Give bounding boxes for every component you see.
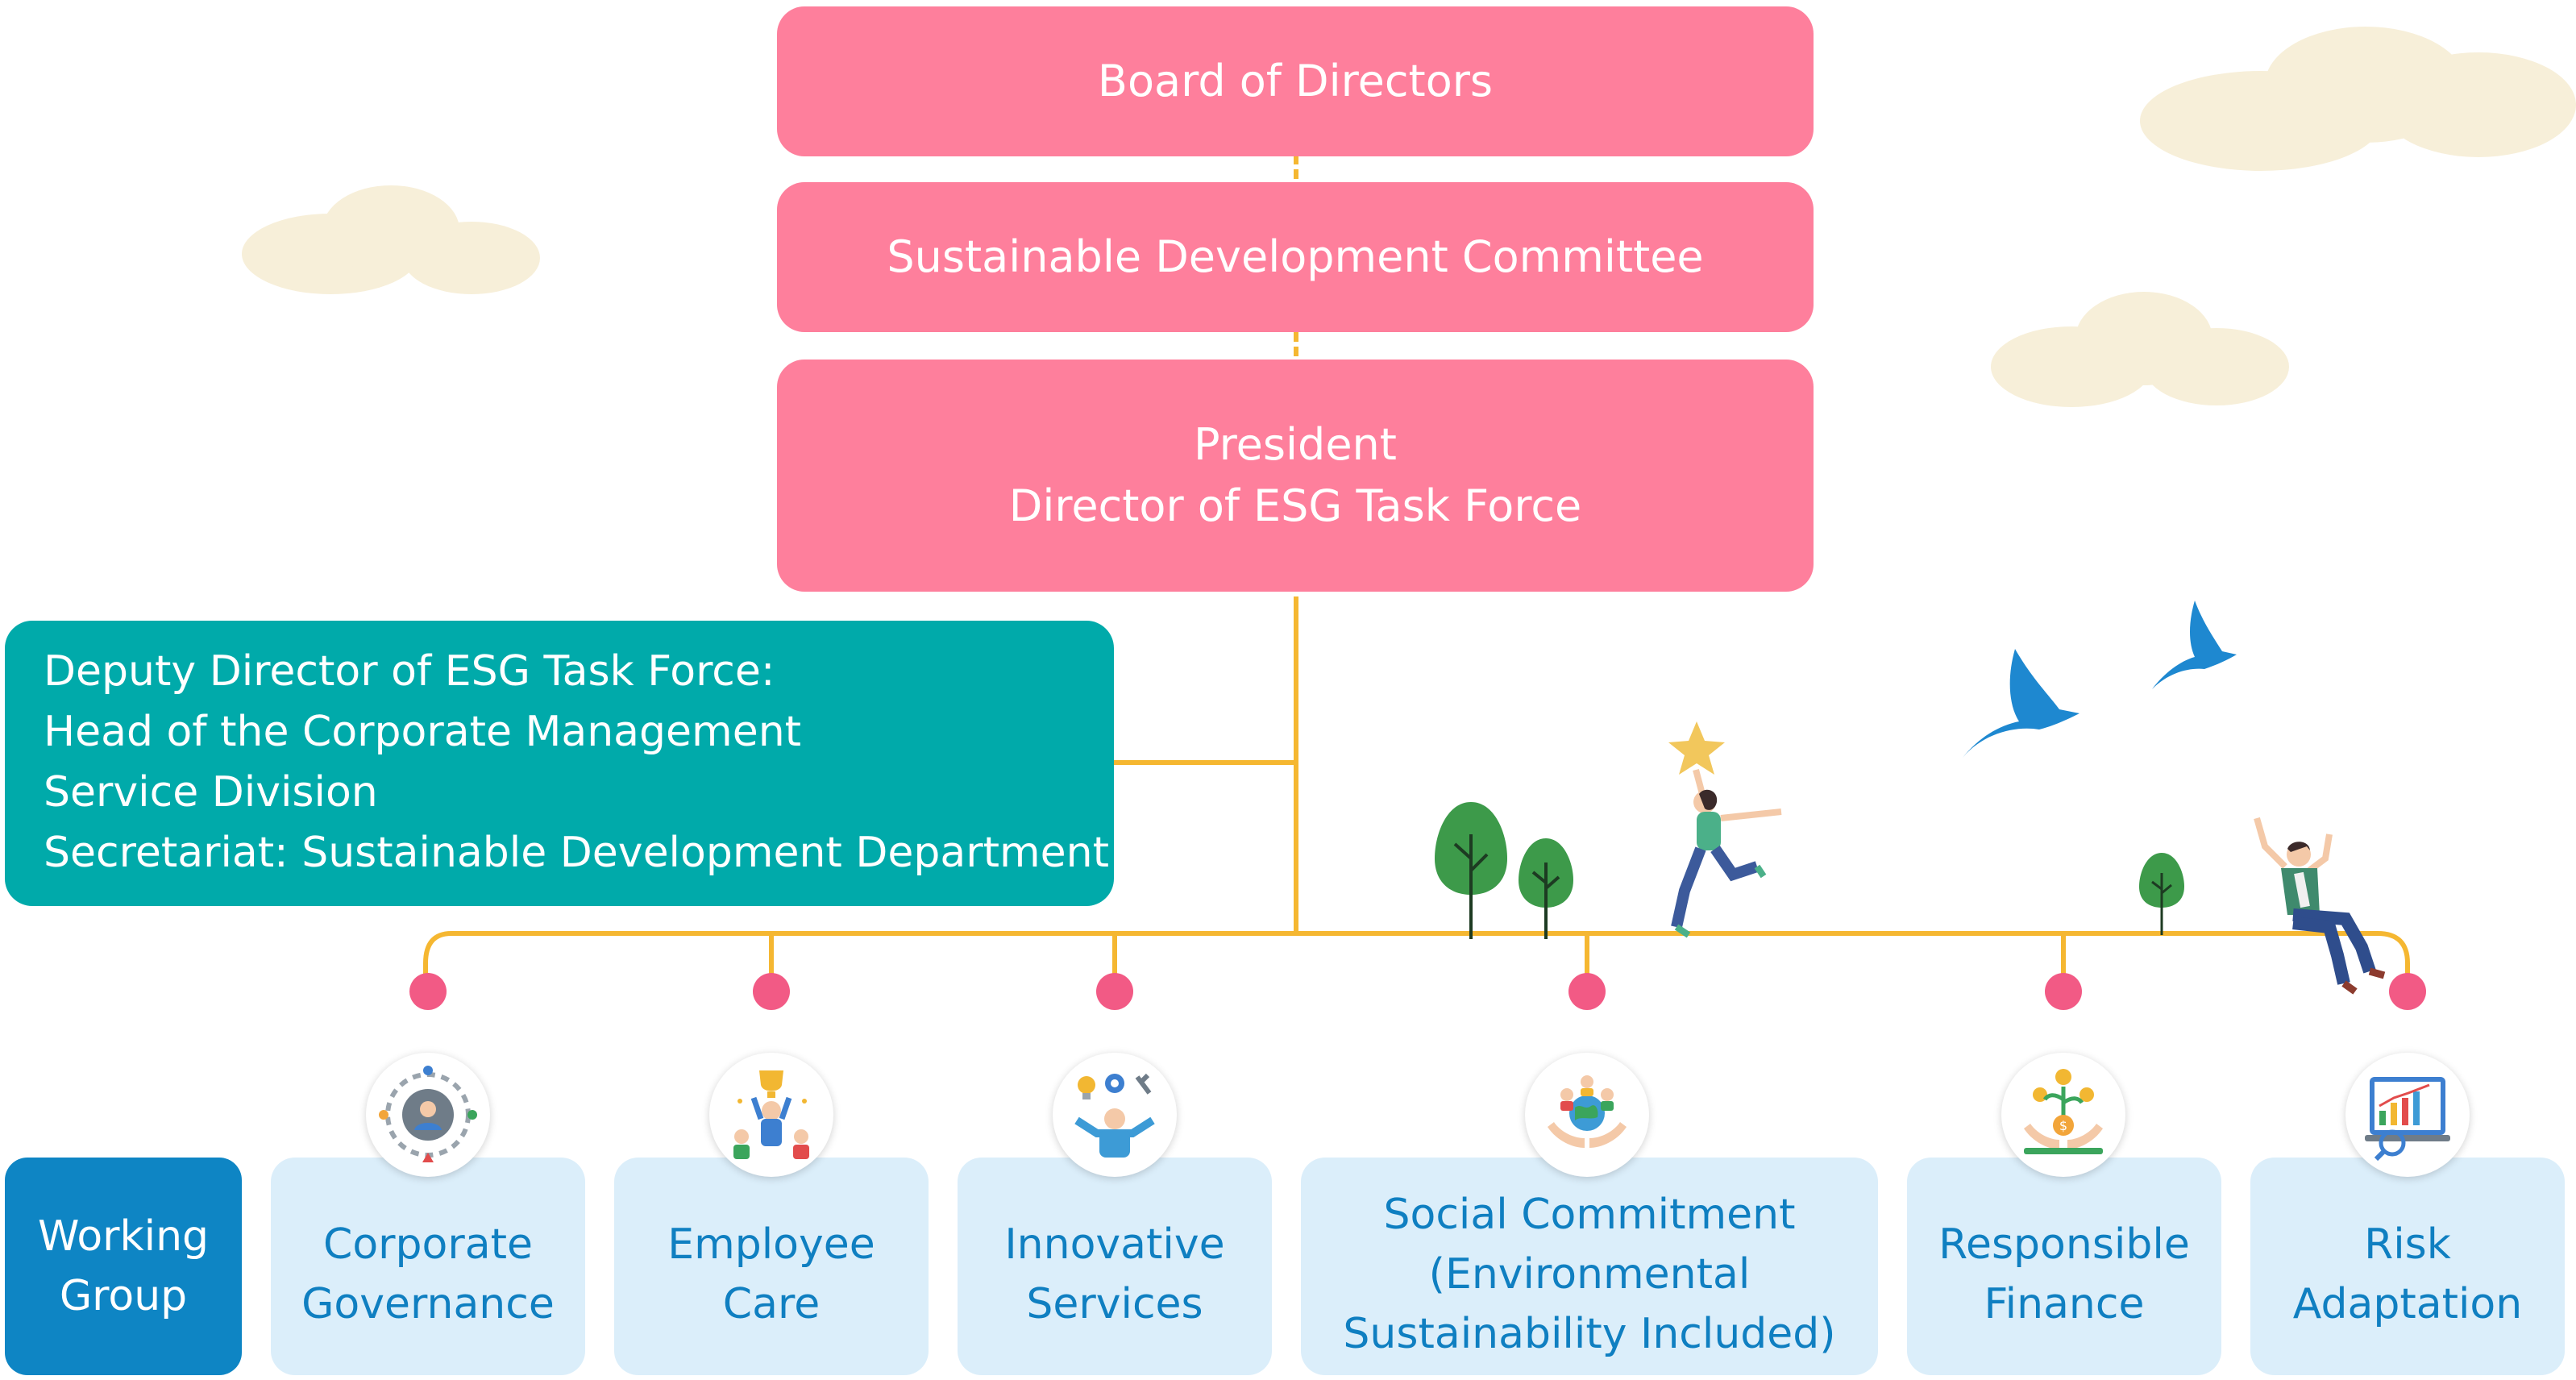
group-label-line-2: (Environmental <box>1428 1250 1751 1299</box>
group-innovative-services: Innovative Services <box>958 1158 1272 1375</box>
group-label-line-2: Services <box>1026 1280 1203 1328</box>
man-sitting-illustration <box>2254 817 2386 995</box>
group-label-line-1: Employee <box>667 1220 875 1269</box>
deputy-line-4: Secretariat: Sustainable Development Dep… <box>44 829 1110 877</box>
group-corporate-governance: Corporate Governance <box>271 1158 585 1375</box>
node-dot <box>409 973 447 1010</box>
committee-label: Sustainable Development Committee <box>887 231 1704 282</box>
group-label-line-1: Corporate <box>323 1220 533 1269</box>
president-label: President <box>1194 419 1397 470</box>
connector-deputy-branch <box>1114 760 1298 765</box>
group-label-line-2: Governance <box>301 1280 555 1328</box>
board-of-directors-box: Board of Directors <box>777 6 1814 156</box>
esg-director-label: Director of ESG Task Force <box>1008 480 1582 531</box>
innovation-tools-icon <box>1053 1053 1177 1177</box>
connector-committee-president <box>1294 332 1298 361</box>
group-employee-care: Employee Care <box>614 1158 929 1375</box>
working-group-line-1: Working <box>37 1212 210 1261</box>
woman-with-star-illustration <box>1668 721 1782 938</box>
deputy-director-box: Deputy Director of ESG Task Force: Head … <box>5 621 1114 906</box>
group-responsible-finance: Responsible Finance <box>1907 1158 2221 1375</box>
deputy-line-2: Head of the Corporate Management <box>44 708 802 756</box>
tree-icon <box>2139 853 2184 935</box>
group-label-line-1: Risk <box>2364 1220 2451 1269</box>
connector-bus-right-curve <box>2377 931 2410 978</box>
group-risk-adaptation: Risk Adaptation <box>2250 1158 2565 1375</box>
group-social-commitment: Social Commitment (Environmental Sustain… <box>1301 1158 1878 1375</box>
working-group-label: Working Group <box>5 1158 242 1375</box>
governance-gear-icon <box>366 1053 490 1177</box>
node-dot <box>1096 973 1133 1010</box>
node-dot <box>753 973 790 1010</box>
tree-icon <box>1435 802 1507 939</box>
bird-icon <box>1963 649 2079 758</box>
node-dot <box>2389 973 2426 1010</box>
node-dot <box>1568 973 1606 1010</box>
deputy-line-3: Service Division <box>44 768 378 817</box>
group-label-line-1: Social Commitment <box>1383 1191 1796 1239</box>
cloud-left-icon <box>242 185 540 294</box>
tree-icon <box>1519 838 1573 939</box>
svg-text:$: $ <box>2059 1118 2067 1133</box>
node-dot <box>2045 973 2082 1010</box>
connector-bus-left-curve <box>423 931 452 978</box>
group-label-line-3: Sustainability Included) <box>1343 1310 1836 1358</box>
deputy-line-1: Deputy Director of ESG Task Force: <box>44 647 775 696</box>
working-group-line-2: Group <box>59 1272 188 1320</box>
employee-trophy-icon <box>709 1053 833 1177</box>
connector-drop-2 <box>769 933 774 975</box>
president-box: President Director of ESG Task Force <box>777 360 1814 592</box>
group-label-line-2: Finance <box>1984 1280 2145 1328</box>
connector-drop-4 <box>1585 933 1589 975</box>
cloud-right-top-icon <box>2140 27 2576 171</box>
group-label-line-1: Innovative <box>1004 1220 1225 1269</box>
social-globe-hands-icon <box>1525 1053 1649 1177</box>
bird-icon <box>2152 601 2237 689</box>
group-label-line-2: Care <box>722 1280 821 1328</box>
connector-drop-5 <box>2061 933 2066 975</box>
sustainable-committee-box: Sustainable Development Committee <box>777 182 1814 332</box>
risk-analytics-icon <box>2345 1053 2470 1177</box>
group-label-line-2: Adaptation <box>2292 1280 2523 1328</box>
board-label: Board of Directors <box>1097 56 1494 106</box>
finance-money-plant-icon: $ <box>2001 1053 2125 1177</box>
group-label-line-1: Responsible <box>1938 1220 2190 1269</box>
connector-horizontal-bus <box>451 931 2378 936</box>
connector-president-trunk <box>1294 596 1298 935</box>
cloud-right-mid-icon <box>1991 292 2289 407</box>
connector-drop-3 <box>1112 933 1117 975</box>
connector-board-committee <box>1294 155 1298 184</box>
